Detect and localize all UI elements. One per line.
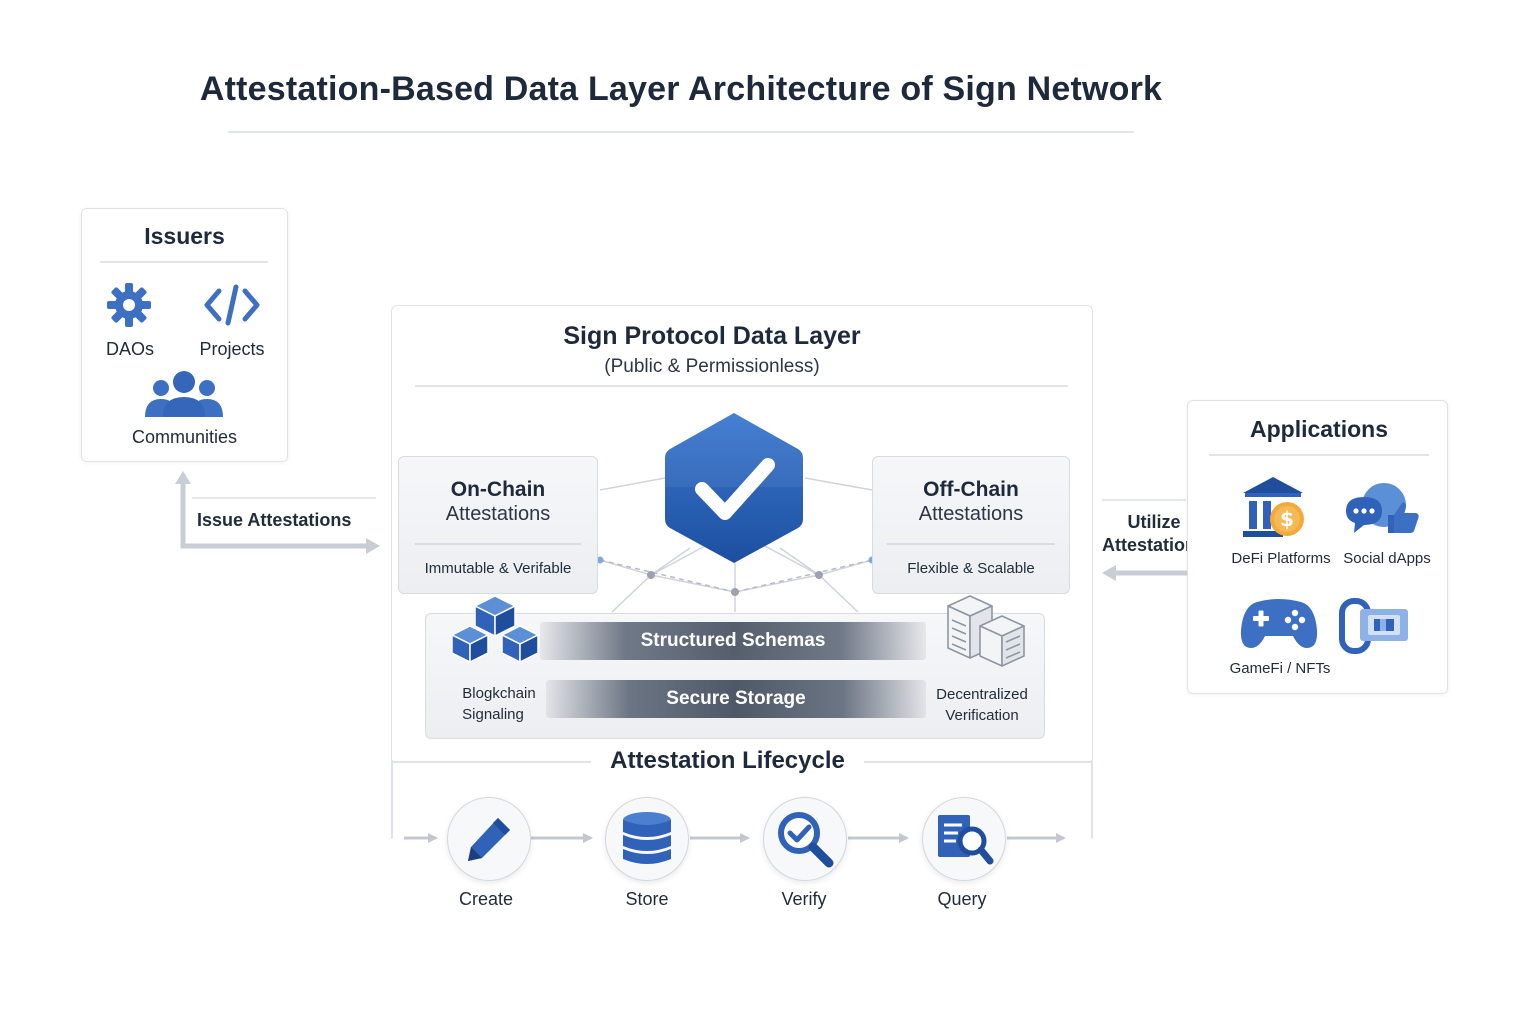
utilize-arrow-head (1102, 565, 1116, 581)
document-search-icon (938, 815, 994, 865)
issue-arrow-head-right (366, 538, 380, 554)
on-chain-subtitle: Attestations (445, 503, 551, 525)
step-create (447, 797, 531, 881)
cubes-icon (451, 595, 539, 663)
off-chain-subtitle: Attestations (918, 503, 1024, 525)
nft-card-icon (1339, 598, 1408, 654)
data-layer-frame (391, 305, 1093, 839)
gear-icon (107, 283, 151, 327)
step-label-create: Create (458, 889, 514, 909)
svg-text:$: $ (1280, 507, 1294, 531)
step-verify (763, 797, 847, 881)
off-chain-divider (887, 543, 1055, 545)
step-label-store: Store (625, 889, 669, 909)
issuers-card: Issuers DAOs Projects (81, 208, 288, 462)
verification-caption-line1: Decentralized (936, 686, 1028, 703)
network-lines (599, 477, 873, 613)
title-divider (228, 131, 1134, 133)
shield-check-icon (665, 413, 803, 563)
on-chain-card: On-Chain Attestations Immutable & Verifa… (398, 456, 598, 594)
app-label-social: Social dApps (1343, 550, 1431, 567)
applications-title: Applications (1249, 416, 1388, 442)
utilize-label-line2: Attestations (1101, 535, 1206, 555)
secure-storage-band: Secure Storage (546, 680, 926, 718)
on-chain-caption: Immutable & Verifable (424, 560, 572, 577)
bank-icon: $ (1243, 477, 1304, 537)
issue-attestations-label: Issue Attestations (197, 510, 352, 530)
issue-arrow-head-up (175, 471, 191, 484)
applications-divider (1209, 454, 1429, 456)
on-chain-divider (415, 543, 581, 545)
people-icon (145, 371, 223, 417)
chat-like-icon (1346, 483, 1419, 533)
structured-schemas-band: Structured Schemas (540, 622, 926, 660)
step-label-query: Query (937, 889, 987, 909)
lifecycle-divider-right (864, 761, 1092, 763)
off-chain-title: Off-Chain (923, 478, 1019, 501)
step-label-verify: Verify (781, 889, 827, 909)
data-layer-divider (415, 385, 1068, 387)
issuer-label-daos: DAOs (105, 339, 154, 359)
issue-arrow (180, 478, 372, 549)
off-chain-caption: Flexible & Scalable (907, 560, 1035, 577)
lifecycle-title: Attestation Lifecycle (610, 747, 845, 774)
magnifier-check-icon (778, 812, 834, 868)
network-dashes (599, 559, 873, 593)
applications-card: Applications $ DeFi Platforms Social dAp… (1187, 400, 1448, 694)
issuers-divider (100, 261, 268, 263)
verification-caption-line2: Verification (945, 707, 1019, 724)
code-icon (204, 284, 260, 326)
issuer-label-communities: Communities (131, 427, 238, 447)
blockchain-caption-line2: Signaling (462, 706, 524, 723)
utilize-label-line1: Utilize (1127, 512, 1181, 532)
off-chain-card: Off-Chain Attestations Flexible & Scalab… (872, 456, 1070, 594)
pencil-icon (468, 818, 510, 861)
data-layer-frame-bottom-right (1091, 760, 1093, 838)
page-title: Attestation-Based Data Layer Architectur… (199, 70, 1163, 108)
servers-icon (947, 595, 1025, 667)
lifecycle-frame-left (391, 760, 393, 838)
step-store (605, 797, 689, 881)
app-label-gamefi: GameFi / NFTs (1229, 660, 1331, 677)
data-layer-subtitle: (Public & Permissionless) (604, 356, 820, 377)
blockchain-caption-line1: Blogkchain (462, 685, 536, 702)
step-query (922, 797, 1006, 881)
on-chain-title: On-Chain (450, 478, 546, 501)
lifecycle-divider-left (391, 761, 591, 763)
app-label-defi: DeFi Platforms (1231, 550, 1331, 567)
gamepad-icon (1240, 599, 1318, 648)
database-icon (623, 812, 671, 864)
issuers-title: Issuers (144, 223, 225, 249)
data-layer-title: Sign Protocol Data Layer (563, 322, 861, 350)
issuer-label-projects: Projects (199, 339, 265, 359)
